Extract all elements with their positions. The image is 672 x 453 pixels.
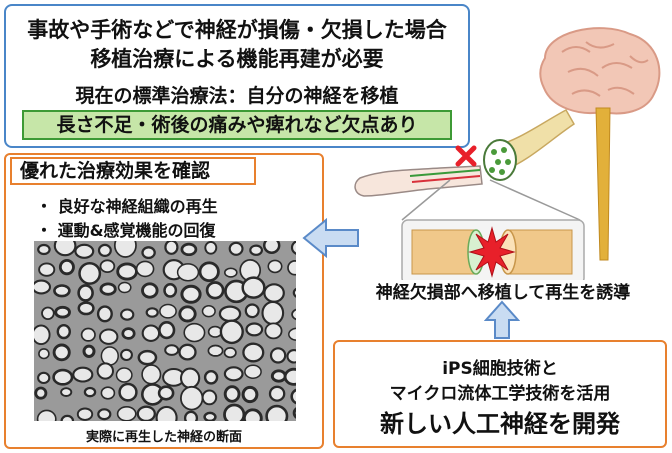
up-arrow-icon bbox=[484, 300, 520, 339]
left-arrow-icon bbox=[302, 218, 359, 258]
problem-statement-box: 事故や手術などで神経が損傷・欠損した場合 移植治療による機能再建が必要 現在の標… bbox=[4, 4, 470, 148]
result-bullet-1-text: 良好な神経組織の再生 bbox=[57, 197, 218, 216]
arm-icon bbox=[354, 165, 483, 197]
results-box: 優れた治療効果を確認 ・ 良好な神経組織の再生 ・ 運動&感覚機能の回復 実際に… bbox=[4, 153, 324, 449]
brain-icon bbox=[539, 27, 661, 115]
development-box: iPS細胞技術と マイクロ流体工学技術を活用 新しい人工神経を開発 bbox=[333, 340, 667, 448]
micrograph-caption: 実際に再生した神経の断面 bbox=[85, 430, 242, 445]
transplant-label: 神経欠損部へ移植して再生を誘導 bbox=[375, 283, 631, 303]
development-headline: 新しい人工神経を開発 bbox=[380, 410, 620, 438]
brain-nerve-illustration bbox=[354, 27, 661, 280]
zoom-callout-lines bbox=[401, 179, 581, 221]
result-bullet-2: ・ 運動&感覚機能の回復 bbox=[36, 221, 216, 240]
result-bullet-2-text: 運動&感覚機能の回復 bbox=[57, 221, 216, 240]
spinal-cord bbox=[595, 107, 611, 261]
nerve-cross-section-micrograph bbox=[34, 241, 296, 421]
nerve-conduit-closeup bbox=[401, 219, 585, 280]
development-line-2: マイクロ流体工学技術を活用 bbox=[389, 384, 611, 404]
drawback-banner: 長さ不足・術後の痛みや痺れなど欠点あり bbox=[22, 110, 452, 140]
problem-line-2: 移植治療による機能再建が必要 bbox=[90, 47, 384, 71]
nerve-bundle bbox=[483, 108, 575, 181]
development-line-1: iPS細胞技術と bbox=[442, 359, 558, 379]
standard-treatment-text: 現在の標準治療法：自分の神経を移植 bbox=[75, 85, 399, 107]
results-title: 優れた治療効果を確認 bbox=[10, 157, 256, 185]
result-bullet-1: ・ 良好な神経組織の再生 bbox=[36, 197, 218, 216]
problem-line-1: 事故や手術などで神経が損傷・欠損した場合 bbox=[27, 18, 447, 42]
nerve-damage-x-icon bbox=[455, 145, 477, 167]
